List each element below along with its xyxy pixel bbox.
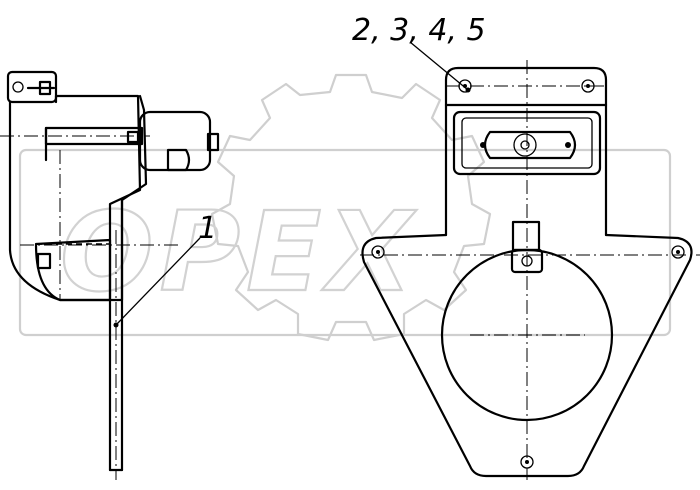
watermark-text: OPEX (60, 188, 418, 316)
callout-1-leader (115, 237, 201, 326)
callout-2-5-label: 2, 3, 4, 5 (352, 13, 486, 48)
lamp-clamp (511, 220, 541, 252)
callout-1-label: 1 (198, 211, 217, 246)
watermark-panel (18, 148, 672, 337)
motor (138, 110, 212, 172)
top-tab (444, 66, 608, 107)
adjust-slot (483, 130, 577, 160)
top-clamp (6, 70, 58, 104)
lamp-housing (34, 238, 112, 302)
side-view: 1 (0, 70, 220, 480)
front-view: 2, 3, 4, 5 (352, 13, 700, 480)
callout-2-5-leader (409, 41, 469, 91)
watermark: OPEX (18, 73, 672, 342)
